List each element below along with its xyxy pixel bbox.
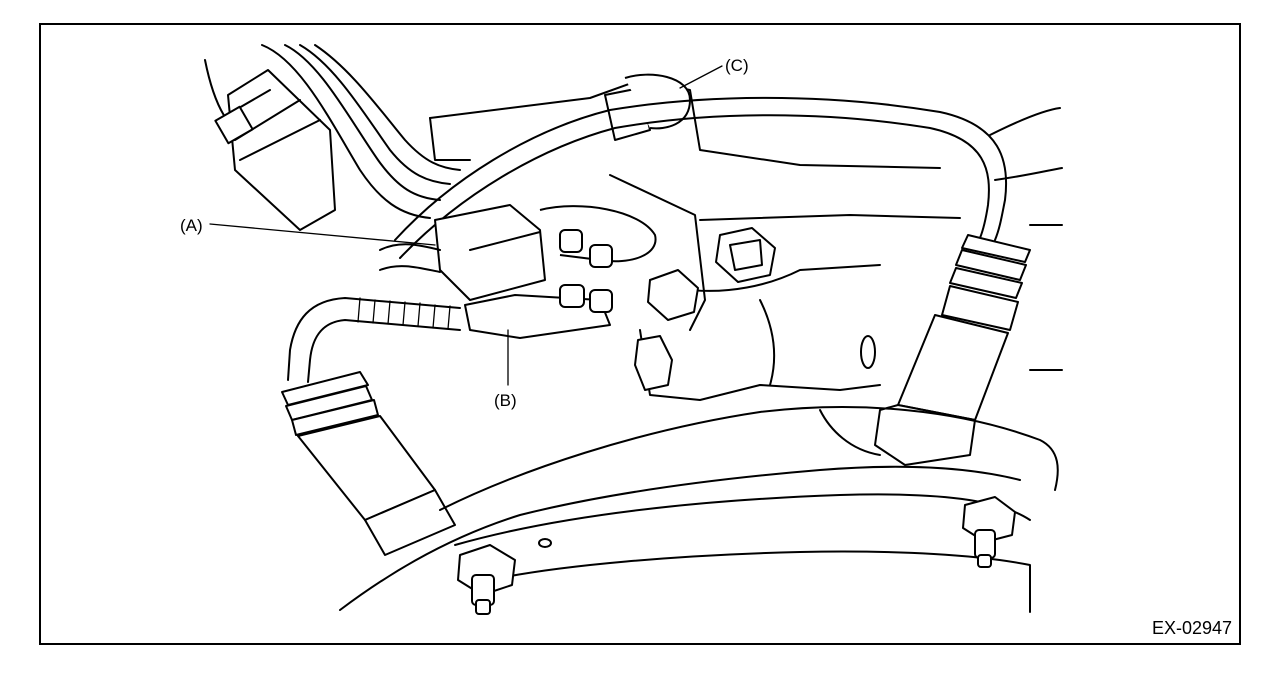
leader-c bbox=[679, 65, 723, 89]
upper-left-cable-bundle bbox=[204, 44, 461, 219]
figure-id: EX-02947 bbox=[1151, 618, 1232, 638]
flange-nuts bbox=[457, 496, 1016, 615]
harness-clip bbox=[604, 73, 691, 141]
callout-leaders bbox=[209, 65, 723, 386]
left-sensor-harness bbox=[287, 297, 461, 383]
right-oxygen-sensor bbox=[874, 234, 1031, 466]
callout-c: (C) bbox=[725, 56, 749, 75]
bracket-bolts bbox=[634, 227, 776, 391]
connector-b bbox=[464, 284, 613, 339]
callout-a: (A) bbox=[180, 216, 203, 235]
left-oxygen-sensor bbox=[281, 371, 456, 556]
figure-border bbox=[39, 23, 1241, 645]
callout-b: (B) bbox=[494, 391, 517, 410]
connector-a bbox=[379, 204, 657, 301]
leader-a bbox=[209, 223, 436, 246]
upper-left-connector bbox=[214, 69, 336, 231]
right-sensor-harness bbox=[394, 96, 1008, 259]
